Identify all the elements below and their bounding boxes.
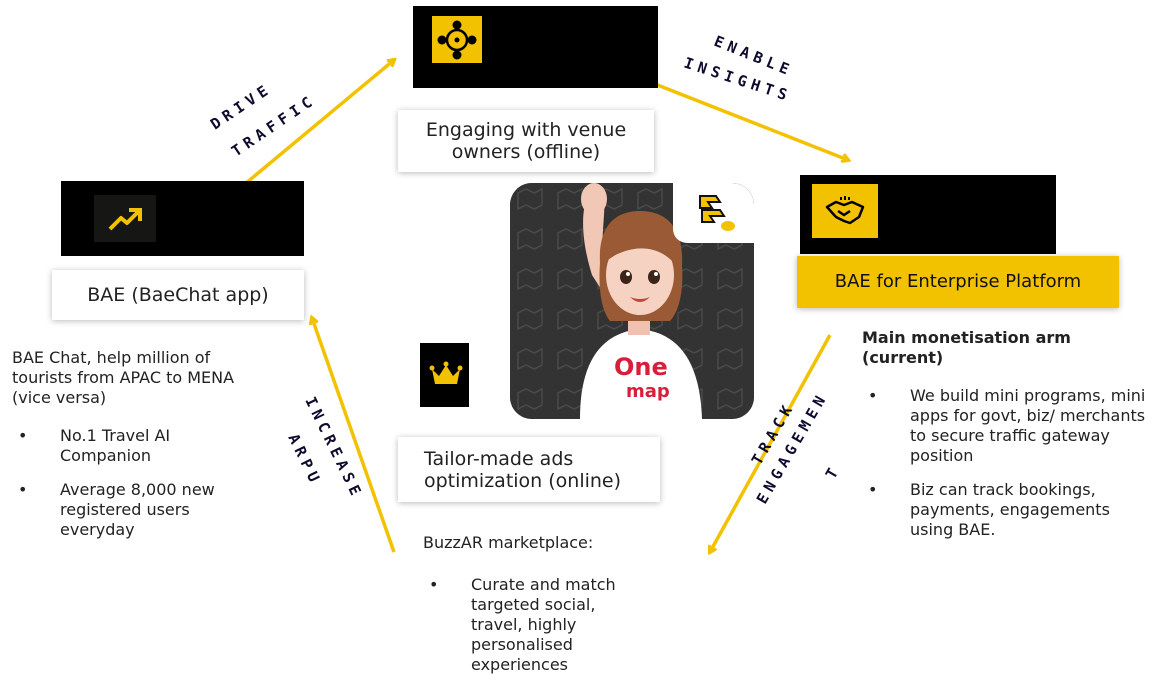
list-item: Curate and match targeted social, travel… [423,575,646,675]
shirt-logo-text-2: map [626,381,670,402]
bottom-node-text: Tailor-made ads optimization (online) [424,447,622,492]
shirt-logo-text: One [614,353,668,381]
right-node-label: BAE for Enterprise Platform [797,256,1119,308]
arrow-increase-arpu [312,318,396,553]
left-node-text: BAE (BaeChat app) [87,284,269,306]
network-icon [432,16,482,63]
left-description: BAE Chat, help million of tourists from … [12,348,272,554]
list-item: Biz can track bookings, payments, engage… [862,480,1135,540]
bottom-description: BuzzAR marketplace: Curate and match tar… [423,533,683,689]
arpu-label: ARPU [284,431,325,489]
list-item: No.1 Travel AI Companion [12,426,210,466]
left-bullets: No.1 Travel AI Companion Average 8,000 n… [12,426,272,540]
left-intro: BAE Chat, help million of tourists from … [12,348,235,407]
engagement-t-label: T [822,461,845,482]
top-node-text: Engaging with venue owners (offline) [425,119,627,163]
crown-icon [425,355,467,395]
handshake-icon [812,184,878,238]
list-item: We build mini programs, mini apps for go… [862,386,1155,466]
top-node-label: Engaging with venue owners (offline) [398,110,654,172]
right-node-text: BAE for Enterprise Platform [834,271,1082,292]
arrow-track-engagement [710,334,832,552]
bottom-node-label: Tailor-made ads optimization (online) [398,437,660,502]
bottom-intro: BuzzAR marketplace: [423,533,594,552]
bottom-bullets: Curate and match targeted social, travel… [423,575,683,675]
right-bullets: We build mini programs, mini apps for go… [862,386,1167,540]
list-item: Average 8,000 new registered users every… [12,480,220,540]
left-node-label: BAE (BaeChat app) [52,270,304,320]
right-heading: Main monetisation arm (current) [862,328,1071,367]
flow-diagram: DRIVE TRAFFIC ENABLE INSIGHTS TRACK ENGA… [190,32,1173,673]
bae-logo-icon [673,183,754,243]
right-description: Main monetisation arm (current) We build… [862,328,1167,554]
trending-up-icon [94,195,156,242]
